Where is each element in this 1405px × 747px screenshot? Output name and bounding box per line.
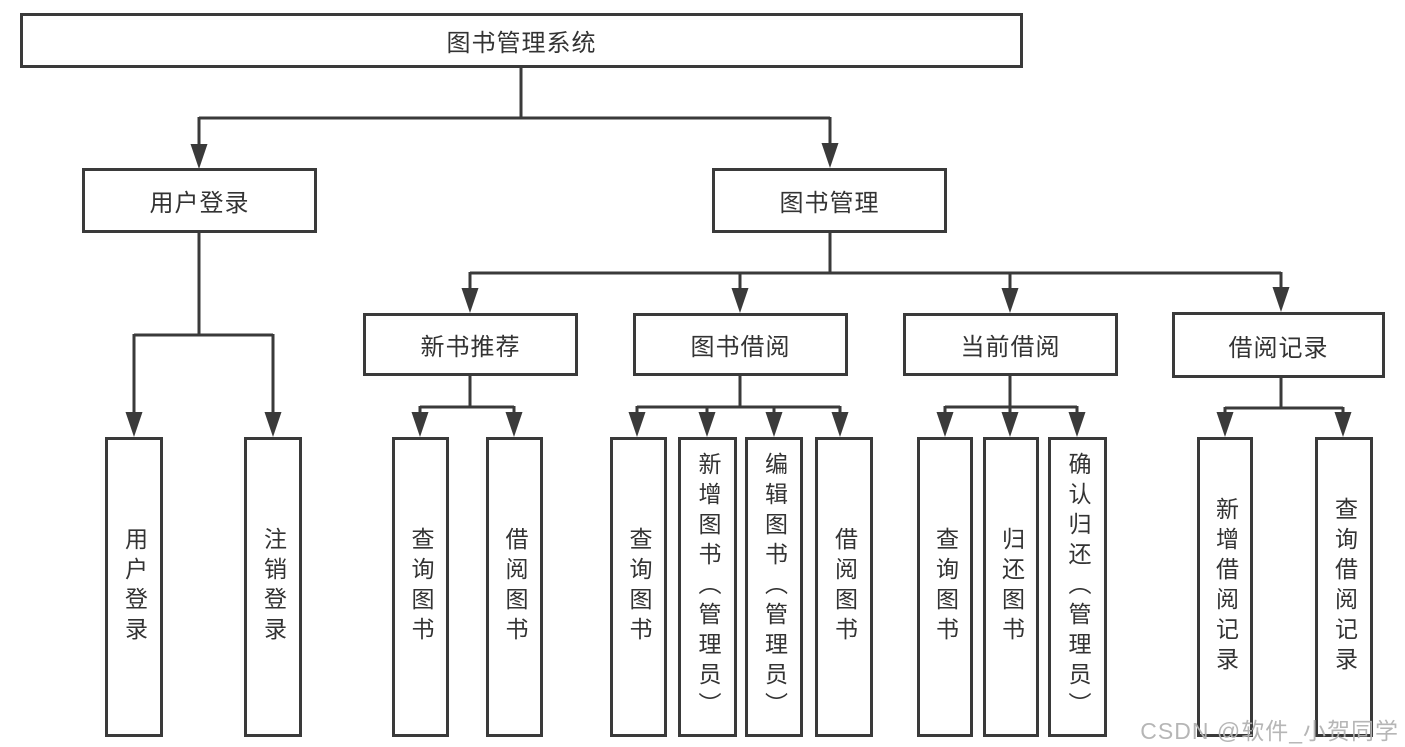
- arrowhead: [1001, 288, 1019, 313]
- node-label: 注销登录: [260, 527, 287, 647]
- node-library-management-system: 图书管理系统: [20, 13, 1023, 68]
- arrowhead: [264, 412, 282, 437]
- leaf-logout: 注销登录: [244, 437, 302, 737]
- leaf-edit-book-admin: 编辑图书（管理员）: [745, 437, 803, 737]
- arrowheads: [125, 143, 1352, 437]
- node-current-borrowing: 当前借阅: [903, 313, 1118, 376]
- node-label: 图书管理系统: [446, 30, 597, 57]
- arrowhead: [1068, 412, 1086, 437]
- arrowhead: [936, 412, 954, 437]
- node-label: 查询图书: [932, 527, 959, 647]
- arrowhead: [698, 412, 716, 437]
- node-label: 当前借阅: [960, 334, 1061, 361]
- node-label: 查询借阅记录: [1331, 497, 1358, 677]
- node-book-management: 图书管理: [712, 168, 947, 233]
- node-book-borrowing: 图书借阅: [633, 313, 848, 376]
- arrowhead: [411, 412, 429, 437]
- leaf-query-books-recommend: 查询图书: [392, 437, 449, 737]
- node-label: 确认归还（管理员）: [1065, 452, 1091, 722]
- leaf-query-books-borrowing: 查询图书: [610, 437, 667, 737]
- node-label: 新书推荐: [420, 334, 521, 361]
- node-label: 新增图书（管理员）: [695, 452, 721, 722]
- node-label: 图书管理: [779, 190, 880, 217]
- node-label: 新增借阅记录: [1212, 497, 1239, 677]
- arrowhead: [765, 412, 783, 437]
- leaf-confirm-return-admin: 确认归还（管理员）: [1048, 437, 1107, 737]
- leaf-borrow-books: 借阅图书: [815, 437, 873, 737]
- arrowhead: [1334, 412, 1352, 437]
- node-label: 查询图书: [626, 527, 652, 647]
- node-label: 借阅记录: [1228, 334, 1329, 362]
- node-label: 借阅图书: [502, 527, 528, 647]
- node-label: 用户登录: [149, 190, 250, 217]
- leaf-add-book-admin: 新增图书（管理员）: [678, 437, 737, 737]
- arrowhead: [1272, 287, 1290, 312]
- arrowhead: [1001, 412, 1019, 437]
- leaf-user-login: 用户登录: [105, 437, 163, 737]
- node-label: 借阅图书: [831, 527, 858, 647]
- csdn-watermark: CSDN @软件_小贺同学: [1140, 718, 1399, 744]
- arrowhead: [1216, 412, 1234, 437]
- node-user-login: 用户登录: [82, 168, 317, 233]
- node-label: 图书借阅: [690, 334, 791, 361]
- arrowhead: [461, 288, 479, 313]
- leaf-return-book: 归还图书: [983, 437, 1039, 737]
- node-borrowing-records: 借阅记录: [1172, 312, 1385, 378]
- arrowhead: [505, 412, 523, 437]
- node-label: 归还图书: [998, 527, 1025, 647]
- leaf-query-books-current: 查询图书: [917, 437, 973, 737]
- arrowhead: [125, 412, 143, 437]
- arrowhead: [831, 412, 849, 437]
- leaf-add-borrow-record: 新增借阅记录: [1197, 437, 1253, 737]
- node-label: 查询图书: [408, 527, 434, 647]
- leaf-borrow-books-recommend: 借阅图书: [486, 437, 543, 737]
- node-label: 用户登录: [121, 527, 148, 647]
- arrowhead: [190, 144, 208, 169]
- leaf-query-borrow-record: 查询借阅记录: [1315, 437, 1373, 737]
- arrowhead: [821, 143, 839, 168]
- arrowhead: [731, 288, 749, 313]
- node-label: 编辑图书（管理员）: [761, 452, 788, 722]
- arrowhead: [628, 412, 646, 437]
- node-new-book-recommend: 新书推荐: [363, 313, 578, 376]
